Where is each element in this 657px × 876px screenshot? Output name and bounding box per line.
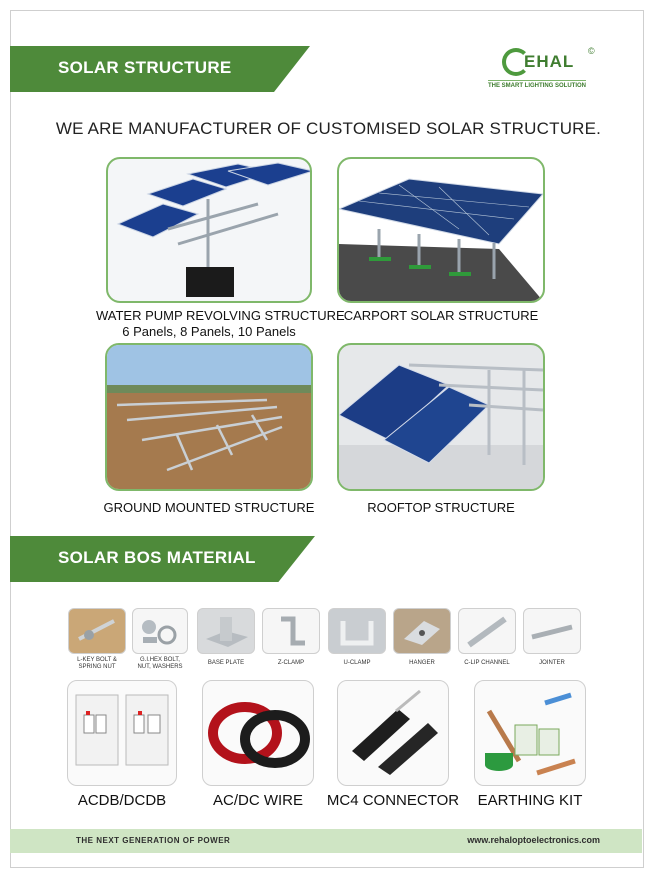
logo-brand: EHAL: [524, 52, 575, 71]
footer-website-link[interactable]: www.rehaloptoelectronics.com: [467, 835, 600, 845]
acdb-dcdb-image: [67, 680, 177, 786]
ac-dc-wire-caption: AC/DC WIRE: [213, 792, 303, 809]
logo-tagline: THE SMART LIGHTING SOLUTION: [488, 80, 586, 89]
logo-r-icon: [502, 48, 530, 76]
u-clamp-caption: U-CLAMP: [343, 660, 371, 666]
water-pump-structure-caption: WATER PUMP REVOLVING STRUCTURE 6 Panels,…: [96, 308, 345, 340]
c-lip-channel-image: [458, 608, 516, 654]
c-lip-channel-caption: C-LIP CHANNEL: [464, 660, 510, 666]
hex-bolt-caption: G.I.HEX BOLT, NUT, WASHERS: [125, 657, 195, 671]
earthing-kit-caption: EARTHING KIT: [477, 792, 583, 809]
earthing-kit-image: [474, 680, 586, 786]
z-clamp-image: [262, 608, 320, 654]
carport-structure-image: [337, 157, 545, 303]
logo-registered-mark: ©: [588, 46, 595, 56]
water-pump-structure-image: [106, 157, 312, 303]
caption-line: L-KEY BOLT &: [77, 657, 117, 663]
base-plate-caption: BASE PLATE: [207, 660, 245, 666]
jointer-caption: JOINTER: [539, 660, 565, 666]
caption-subline: 6 Panels, 8 Panels, 10 Panels: [122, 324, 296, 339]
caption-line: NUT, WASHERS: [137, 664, 183, 670]
headline: WE ARE MANUFACTURER OF CUSTOMISED SOLAR …: [55, 119, 602, 138]
hanger-image: [393, 608, 451, 654]
caption-line: G.I.HEX BOLT,: [140, 657, 180, 663]
carport-structure-caption: CARPORT SOLAR STRUCTURE: [343, 308, 539, 323]
hex-bolt-image: [132, 608, 188, 654]
footer-slogan: THE NEXT GENERATION OF POWER: [76, 836, 231, 845]
mc4-connector-caption: MC4 CONNECTOR: [326, 792, 460, 809]
acdb-dcdb-caption: ACDB/DCDB: [77, 792, 167, 809]
section-title: SOLAR BOS MATERIAL: [58, 548, 256, 567]
l-key-bolt-caption: L-KEY BOLT & SPRING NUT: [62, 657, 132, 671]
jointer-image: [523, 608, 581, 654]
section-title: SOLAR STRUCTURE: [58, 58, 232, 77]
rooftop-structure-caption: ROOFTOP STRUCTURE: [367, 500, 515, 515]
footer-bar: THE NEXT GENERATION OF POWER www.rehalop…: [10, 829, 642, 853]
section-banner-solar-structure: SOLAR STRUCTURE: [10, 46, 310, 92]
mc4-connector-image: [337, 680, 449, 786]
rooftop-structure-image: [337, 343, 545, 491]
caption-line: WATER PUMP REVOLVING STRUCTURE: [96, 308, 345, 323]
u-clamp-image: [328, 608, 386, 654]
z-clamp-caption: Z-CLAMP: [277, 660, 305, 666]
ground-mounted-structure-image: [105, 343, 313, 491]
base-plate-image: [197, 608, 255, 654]
section-banner-bos: SOLAR BOS MATERIAL: [10, 536, 315, 582]
company-logo: EHAL © THE SMART LIGHTING SOLUTION: [488, 46, 600, 94]
ac-dc-wire-image: [202, 680, 314, 786]
ground-mounted-structure-caption: GROUND MOUNTED STRUCTURE: [103, 500, 315, 515]
l-key-bolt-image: [68, 608, 126, 654]
hanger-caption: HANGER: [409, 660, 435, 666]
caption-line: SPRING NUT: [78, 664, 116, 670]
